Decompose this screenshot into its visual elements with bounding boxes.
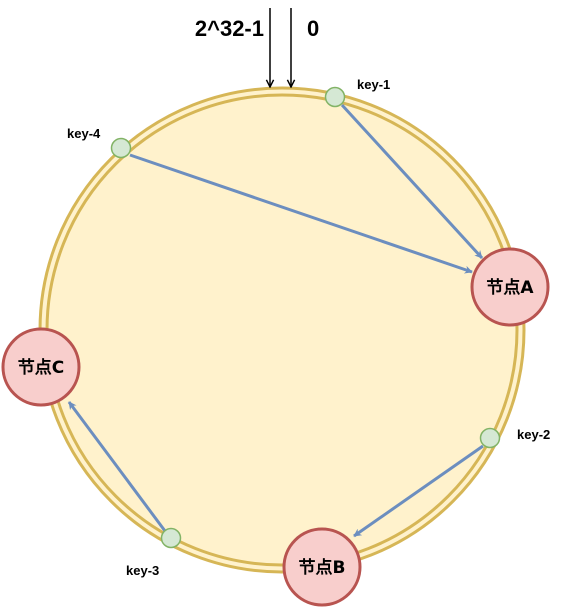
server-nodes: 节点A 节点B 节点C <box>1 247 550 607</box>
node-c-circle <box>1 327 81 407</box>
key-4-point <box>110 137 132 159</box>
key-3-point <box>160 527 182 549</box>
key3-to-node-c-arrow <box>67 401 167 532</box>
node-b: 节点B <box>282 527 362 607</box>
node-b-label: 节点B <box>299 557 346 578</box>
node-a-label: 节点A <box>486 277 534 298</box>
mapping-arrows <box>67 103 484 538</box>
node-a: 节点A <box>470 247 550 327</box>
key2-to-node-b-arrow <box>353 444 484 538</box>
key1-to-node-a-arrow <box>340 103 484 260</box>
key4-to-node-a-arrow <box>129 153 473 274</box>
key-4-label: key-4 <box>67 126 101 141</box>
ring-origin-markers: 2^32-1 0 <box>195 8 319 87</box>
max-value-label: 2^32-1 <box>195 16 264 41</box>
key-1-point <box>324 86 346 108</box>
hash-ring-outer <box>38 86 526 574</box>
key-3-label: key-3 <box>126 563 159 578</box>
node-c-label: 节点C <box>18 357 64 378</box>
node-c: 节点C <box>1 327 81 407</box>
hash-ring <box>38 86 526 574</box>
zero-value-label: 0 <box>307 16 319 41</box>
key-2-point <box>479 427 501 449</box>
key-points: key-1 key-4 key-2 key-3 <box>67 77 550 578</box>
key-2-label: key-2 <box>517 427 550 442</box>
node-b-circle <box>282 527 362 607</box>
node-a-circle <box>470 247 550 327</box>
key-1-label: key-1 <box>357 77 390 92</box>
